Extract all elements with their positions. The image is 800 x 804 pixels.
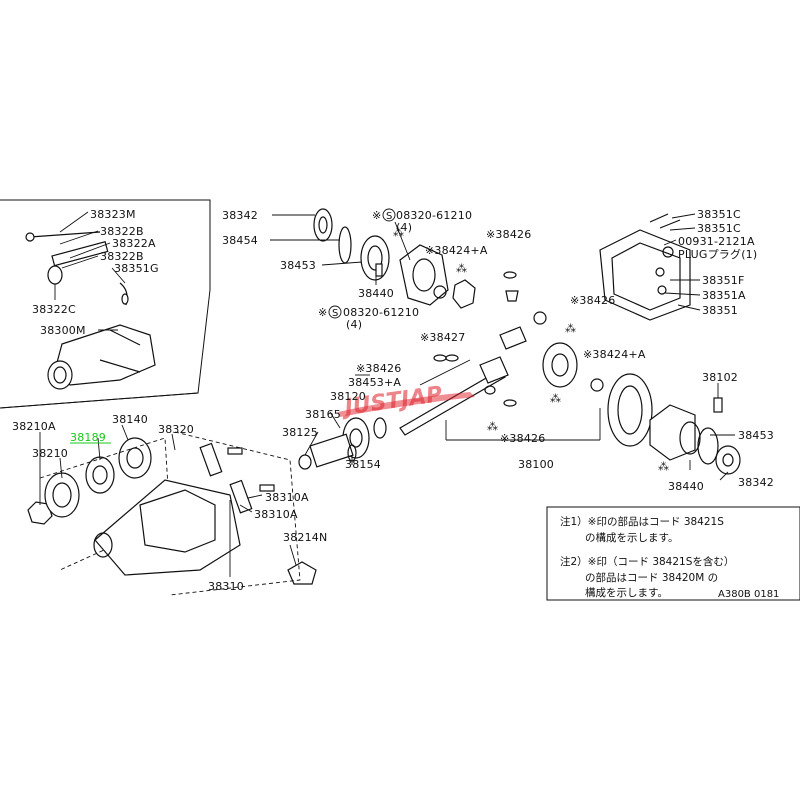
label-00931-2121A: 00931-2121A — [678, 235, 755, 248]
label-38426-c: ※38426 — [356, 362, 401, 375]
label-38424A-top: ※38424+A — [425, 244, 488, 257]
label-bolt-qty-a: (4) — [396, 221, 412, 234]
label-38424A-mid: ※38424+A — [583, 348, 646, 361]
label-38351G: 38351G — [114, 262, 159, 275]
svg-text:⁂: ⁂ — [565, 322, 576, 335]
svg-text:⁂: ⁂ — [393, 226, 404, 239]
ring-gear-group — [607, 373, 741, 475]
label-38322B-2: 38322B — [100, 250, 144, 263]
notes-box — [546, 506, 800, 601]
label-bolt-08320-b: 08320-61210 — [343, 306, 419, 319]
label-38351C-2: 38351C — [697, 222, 741, 235]
label-38453-top: 38453 — [280, 259, 316, 272]
label-38351A: 38351A — [702, 289, 746, 302]
svg-text:S: S — [386, 211, 392, 222]
label-bolt-08320-a: 08320-61210 — [396, 209, 472, 222]
label-38165: 38165 — [305, 408, 341, 421]
asterisk-marks: ⁂ ⁂ ⁂ ⁂ ⁂ ⁂ — [393, 226, 669, 473]
diff-case-group — [313, 208, 604, 392]
s-mark-a — [382, 208, 396, 222]
label-38440-top: 38440 — [358, 287, 394, 300]
leader-lines — [39, 211, 735, 577]
label-38351C-1: 38351C — [697, 208, 741, 221]
svg-text:S: S — [332, 308, 338, 319]
label-38426-d: ※38426 — [500, 432, 545, 445]
label-38426-a: ※38426 — [486, 228, 531, 241]
label-38453A: 38453+A — [348, 376, 401, 389]
label-38440-right: 38440 — [668, 480, 704, 493]
watermark-swoosh — [338, 392, 475, 417]
label-38351: 38351 — [702, 304, 738, 317]
label-38342-top: 38342 — [222, 209, 258, 222]
label-38300M: 38300M — [40, 324, 86, 337]
rear-cover-group — [599, 213, 691, 321]
label-38454: 38454 — [222, 234, 258, 247]
svg-text:※: ※ — [318, 306, 327, 319]
note-1-line-1: 注1）※印の部品はコード 38421S — [560, 515, 724, 528]
inset-divider — [0, 392, 199, 409]
s-mark-b — [328, 305, 342, 319]
note-1-line-2: の構成を示します。 — [585, 531, 678, 544]
svg-text:⁂: ⁂ — [487, 420, 498, 433]
label-38140: 38140 — [112, 413, 148, 426]
label-38210: 38210 — [32, 447, 68, 460]
label-38427: ※38427 — [420, 331, 465, 344]
label-38351F: 38351F — [702, 274, 745, 287]
label-bolt-qty-b: (4) — [346, 318, 362, 331]
label-38125: 38125 — [282, 426, 318, 439]
label-plug: PLUGプラグ(1) — [678, 247, 757, 261]
svg-text:⁂: ⁂ — [658, 460, 669, 473]
label-38322C: 38322C — [32, 303, 76, 316]
label-38323M: 38323M — [90, 208, 136, 221]
label-38100: 38100 — [518, 458, 554, 471]
note-2-line-2: の部品はコード 38420M の — [585, 571, 718, 584]
label-38210A: 38210A — [12, 420, 56, 433]
label-38310A-2: 38310A — [254, 508, 298, 521]
label-38453-right: 38453 — [738, 429, 774, 442]
pinion-shaft-group — [298, 354, 517, 470]
label-38189-highlighted[interactable]: 38189 — [70, 431, 106, 444]
label-38310: 38310 — [208, 580, 244, 593]
label-38120: 38120 — [330, 390, 366, 403]
label-38214N: 38214N — [283, 531, 327, 544]
label-38426-b: ※38426 — [570, 294, 615, 307]
note-2-line-3: 構成を示します。 — [585, 586, 668, 599]
notes: 注1）※印の部品はコード 38421S の構成を示します。 注2）※印（コード … — [560, 515, 734, 599]
svg-text:⁂: ⁂ — [550, 392, 561, 405]
part-labels: 38323M 38322B 38322A 38322B 38351G 38322… — [12, 208, 774, 593]
svg-text:⁂: ⁂ — [456, 262, 467, 275]
note-2-line-1: 注2）※印（コード 38421Sを含む） — [560, 555, 734, 568]
front-flange-group — [27, 437, 171, 571]
label-38322B-1: 38322B — [100, 225, 144, 238]
label-38310A-1: 38310A — [265, 491, 309, 504]
label-38102: 38102 — [702, 371, 738, 384]
label-38154: 38154 — [345, 458, 381, 471]
label-38322A: 38322A — [112, 237, 156, 250]
reference-code: A380B 0181 — [718, 589, 779, 600]
main-housing — [93, 431, 317, 596]
svg-text:※: ※ — [372, 209, 381, 222]
label-38342-right: 38342 — [738, 476, 774, 489]
label-38320: 38320 — [158, 423, 194, 436]
inset-axle-assembly — [25, 231, 156, 390]
